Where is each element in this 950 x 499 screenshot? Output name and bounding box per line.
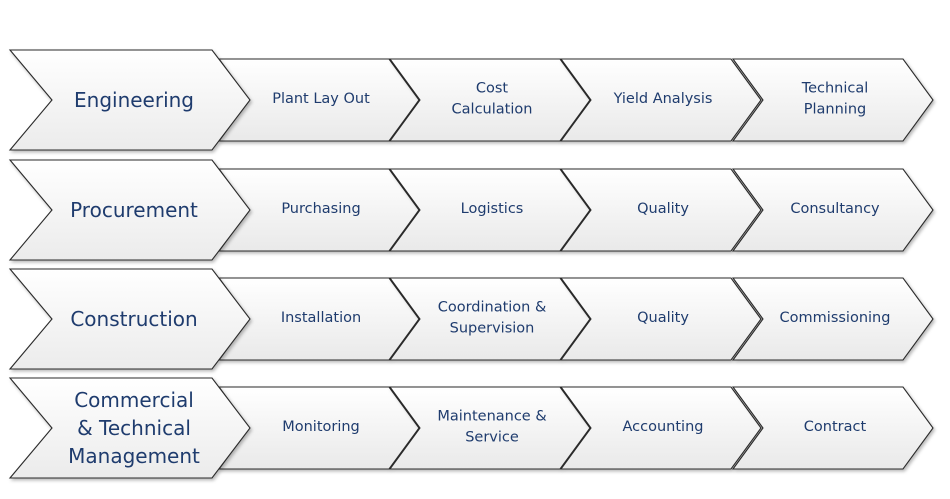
chevron-shape: [731, 58, 934, 142]
step-cost-calculation-label-line: Calculation: [452, 102, 533, 118]
category-engineering-label-line: Engineering: [74, 88, 194, 112]
step-monitoring-chevron: Monitoring: [217, 386, 420, 470]
step-plant-lay-out-chevron: Plant Lay Out: [217, 58, 420, 142]
step-purchasing-label-line: Purchasing: [281, 201, 360, 217]
chevron-shape: [8, 268, 251, 370]
step-coordination-and-supervision-label-line: Supervision: [450, 321, 535, 337]
step-maintenance-and-service-chevron: Maintenance & Service: [388, 386, 591, 470]
chevron-shape: [731, 386, 934, 470]
chevron-shape: [388, 277, 591, 361]
step-monitoring-label-line: Monitoring: [282, 419, 360, 435]
step-quality-chevron: Quality: [559, 277, 762, 361]
chevron-shape: [731, 168, 934, 252]
step-yield-analysis-label-line: Yield Analysis: [613, 91, 713, 107]
step-installation-chevron: Installation: [217, 277, 420, 361]
step-consultancy-label-line: Consultancy: [790, 201, 880, 217]
chevron-shape: [8, 49, 251, 151]
step-accounting-label-line: Accounting: [623, 419, 704, 435]
row-commercial-and-technical-management: Monitoring Maintenance & Service Accounting…: [8, 377, 934, 479]
step-maintenance-and-service-label-line: Maintenance &: [437, 409, 546, 425]
chevron-shape: [731, 277, 934, 361]
step-consultancy-chevron: Consultancy: [731, 168, 934, 252]
category-construction-label-line: Construction: [70, 307, 197, 331]
chevron-shape: [8, 159, 251, 261]
step-coordination-and-supervision-label-line: Coordination &: [438, 300, 547, 316]
step-quality-chevron: Quality: [559, 168, 762, 252]
category-construction-chevron: Construction: [8, 268, 251, 370]
step-cost-calculation-label-line: Cost: [476, 81, 509, 97]
step-quality-label-line: Quality: [637, 201, 689, 217]
step-commissioning-label-line: Commissioning: [780, 310, 891, 326]
chevron-shape: [388, 58, 591, 142]
step-installation-label-line: Installation: [281, 310, 361, 326]
chevron-shape: [559, 386, 762, 470]
step-technical-planning-label-line: Planning: [804, 102, 866, 118]
chevron-shape: [388, 168, 591, 252]
category-commercial-and-technical-management-label-line: Commercial: [74, 388, 194, 412]
step-technical-planning-label-line: Technical: [801, 81, 869, 97]
category-commercial-and-technical-management-label-line: Management: [68, 444, 200, 468]
row-construction: Installation Coordination & Supervision Qua…: [8, 268, 934, 370]
chevron-shape: [559, 168, 762, 252]
category-procurement-label-line: Procurement: [70, 198, 198, 222]
step-quality-label-line: Quality: [637, 310, 689, 326]
step-logistics-chevron: Logistics: [388, 168, 591, 252]
step-coordination-and-supervision-chevron: Coordination & Supervision: [388, 277, 591, 361]
step-accounting-chevron: Accounting: [559, 386, 762, 470]
step-logistics-label-line: Logistics: [461, 201, 524, 217]
category-engineering-chevron: Engineering: [8, 49, 251, 151]
step-yield-analysis-chevron: Yield Analysis: [559, 58, 762, 142]
chevron-shape: [559, 277, 762, 361]
row-procurement: Purchasing Logistics Quality Consultancy Pro…: [8, 159, 934, 261]
step-purchasing-chevron: Purchasing: [217, 168, 420, 252]
chevron-shape: [388, 386, 591, 470]
step-plant-lay-out-label-line: Plant Lay Out: [272, 91, 370, 107]
chevron-shape: [8, 377, 251, 479]
category-commercial-and-technical-management-label-line: & Technical: [77, 416, 191, 440]
step-contract-label-line: Contract: [804, 419, 867, 435]
step-maintenance-and-service-label-line: Service: [465, 430, 519, 446]
step-commissioning-chevron: Commissioning: [731, 277, 934, 361]
chevron-shape: [559, 58, 762, 142]
category-procurement-chevron: Procurement: [8, 159, 251, 261]
step-contract-chevron: Contract: [731, 386, 934, 470]
